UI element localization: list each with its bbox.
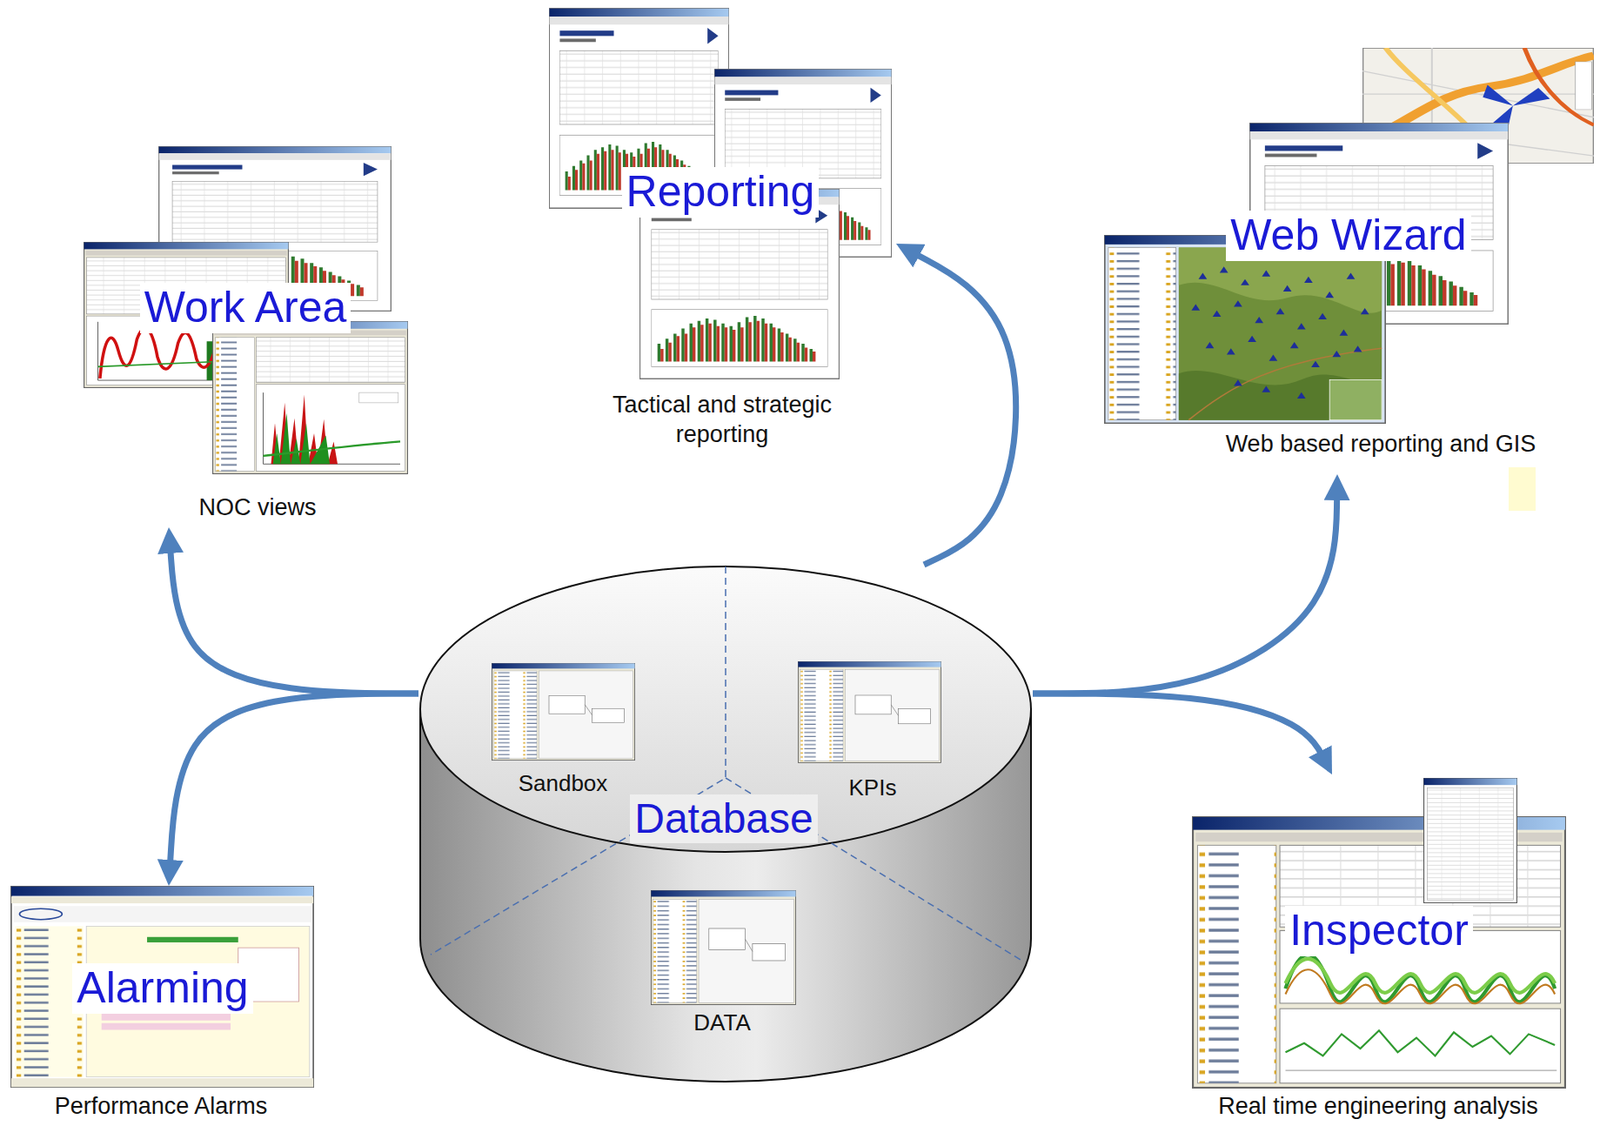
module-group: InspectorReal time engineering analysis [1187, 774, 1571, 1124]
alarming-screen [11, 886, 314, 1087]
inspector-screens [1192, 777, 1566, 1087]
section-label: Sandbox [518, 769, 609, 798]
module-title: Reporting [622, 167, 820, 218]
work-area-screens [84, 147, 409, 475]
module-group: AlarmingPerformance Alarms [6, 885, 321, 1124]
module-caption: Web based reporting and GIS [1225, 429, 1537, 460]
module-title: Work Area [140, 282, 352, 334]
module-group: Web WizardWeb based reporting and GIS [1099, 43, 1599, 475]
database-section: Sandbox [485, 656, 643, 802]
module-title: Web Wizard [1225, 210, 1471, 262]
module-caption: Tactical and strategic reporting [591, 390, 853, 450]
flow-arrow [169, 693, 419, 874]
module-title: Inspector [1285, 905, 1473, 957]
module-group: ReportingTactical and strategic reportin… [544, 3, 897, 453]
flow-arrow [1032, 693, 1327, 764]
flow-arrow [169, 539, 419, 694]
module-caption: NOC views [198, 493, 316, 523]
database-cylinder-art [420, 566, 1031, 1082]
database-cylinder: Database Sandbox KPIsDATA [418, 564, 1033, 1084]
reporting-screens [549, 8, 892, 380]
module-caption: Performance Alarms [54, 1091, 268, 1122]
database-section: KPIs [791, 655, 949, 805]
module-caption: Real time engineering analysis [1218, 1091, 1539, 1122]
section-label: DATA [693, 1008, 750, 1038]
module-group: Work AreaNOC views [78, 139, 414, 528]
module-title: Alarming [72, 963, 253, 1014]
database-title: Database [629, 794, 817, 843]
flow-arrow [906, 249, 1016, 565]
flow-arrow [1032, 486, 1338, 694]
database-section: DATA [643, 883, 803, 1041]
section-label: KPIs [849, 773, 898, 803]
web-wizard-screens [1104, 47, 1594, 511]
